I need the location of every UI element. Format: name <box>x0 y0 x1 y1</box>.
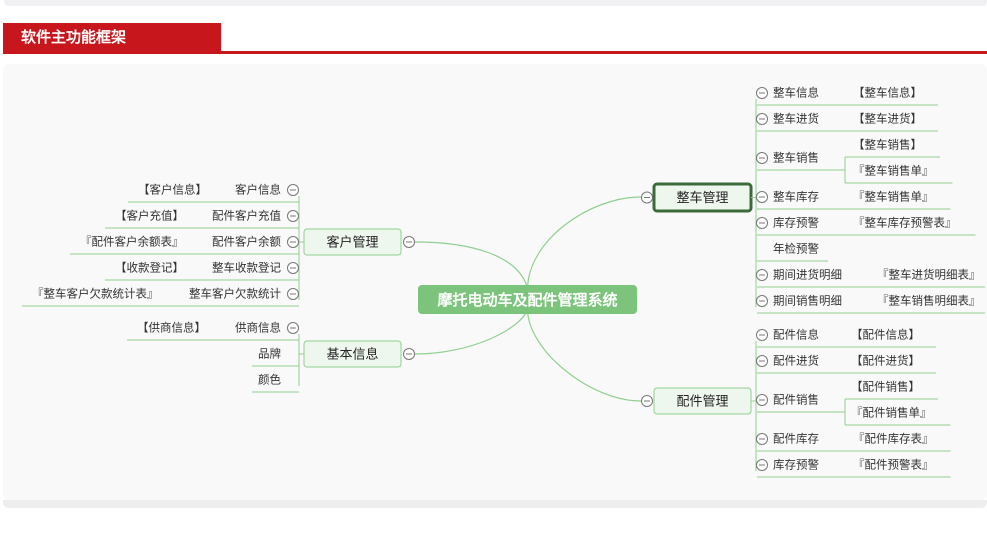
link-label-peijian-2-1: 『配件销售单』 <box>851 406 932 420</box>
link-label-peijian-2-0: 【配件销售】 <box>851 380 920 394</box>
link-label-kehu-3-0: 【收款登记】 <box>115 261 184 275</box>
title-divider <box>3 51 987 54</box>
item-label-kehu-1: 配件客户充值 <box>212 209 281 223</box>
branch-label-zhengche: 整车管理 <box>676 190 728 206</box>
item-label-kehu-3: 整车收款登记 <box>212 261 281 275</box>
link-label-peijian-3-0: 『配件库存表』 <box>853 432 934 446</box>
root-to-peijian-curve <box>526 308 642 402</box>
link-label-zhengche-3-0: 『整车销售单』 <box>853 190 934 204</box>
root-to-zhengche-curve <box>526 196 642 291</box>
link-label-zhengche-6-0: 『整车进货明细表』 <box>877 268 981 282</box>
bottom-scroll-strip <box>3 500 987 508</box>
link-label-kehu-4-0: 『整车客户欠款统计表』 <box>32 287 159 301</box>
root-node-label: 摩托电动车及配件管理系统 <box>437 291 617 309</box>
item-label-zhengche-3: 整车库存 <box>773 190 819 204</box>
item-label-jiben-0: 供商信息 <box>235 321 281 335</box>
link-label-zhengche-0-0: 【整车信息】 <box>853 86 922 100</box>
item-label-zhengche-1: 整车进货 <box>773 112 819 126</box>
item-label-kehu-2: 配件客户余额 <box>212 235 281 249</box>
item-label-kehu-4: 整车客户欠款统计 <box>189 287 281 301</box>
link-label-zhengche-1-0: 【整车进货】 <box>853 112 922 126</box>
branch-label-kehu: 客户管理 <box>326 235 378 251</box>
link-label-zhengche-2-1: 『整车销售单』 <box>853 164 934 178</box>
link-label-kehu-0-0: 【客户信息】 <box>138 183 207 197</box>
item-label-kehu-0: 客户信息 <box>235 183 281 197</box>
link-label-peijian-4-0: 『配件预警表』 <box>853 458 934 472</box>
item-label-zhengche-4: 库存预警 <box>773 216 819 230</box>
link-label-zhengche-4-0: 『整车库存预警表』 <box>853 216 957 230</box>
item-label-zhengche-0: 整车信息 <box>773 86 819 100</box>
mindmap-canvas <box>3 64 987 500</box>
link-label-kehu-2-0: 『配件客户余额表』 <box>80 235 184 249</box>
root-to-kehu-curve <box>414 241 529 291</box>
link-label-zhengche-7-0: 『整车销售明细表』 <box>877 294 981 308</box>
link-label-peijian-0-0: 【配件信息】 <box>851 328 920 342</box>
item-label-jiben-1: 品牌 <box>258 347 281 361</box>
section-title: 软件主功能框架 <box>3 23 221 51</box>
item-label-peijian-0: 配件信息 <box>773 328 819 342</box>
link-label-zhengche-2-0: 【整车销售】 <box>853 138 922 152</box>
link-label-jiben-0-0: 【供商信息】 <box>137 321 206 335</box>
item-label-peijian-4: 库存预警 <box>773 458 819 472</box>
item-label-jiben-2: 颜色 <box>258 373 281 387</box>
branch-label-jiben: 基本信息 <box>326 347 378 363</box>
link-label-peijian-1-0: 【配件进货】 <box>851 354 920 368</box>
item-label-peijian-2: 配件销售 <box>773 393 819 407</box>
root-to-jiben-curve <box>414 308 529 355</box>
item-label-peijian-1: 配件进货 <box>773 354 819 368</box>
item-label-zhengche-5: 年检预警 <box>773 242 819 256</box>
item-label-peijian-3: 配件库存 <box>773 432 819 446</box>
item-label-zhengche-6: 期间进货明细 <box>773 268 842 282</box>
branch-label-peijian: 配件管理 <box>676 395 728 410</box>
item-label-zhengche-7: 期间销售明细 <box>773 294 842 308</box>
item-label-zhengche-2: 整车销售 <box>773 151 819 165</box>
root-node[interactable] <box>418 285 637 314</box>
link-label-kehu-1-0: 【客户充值】 <box>115 209 184 223</box>
top-scroll-strip <box>4 0 987 6</box>
